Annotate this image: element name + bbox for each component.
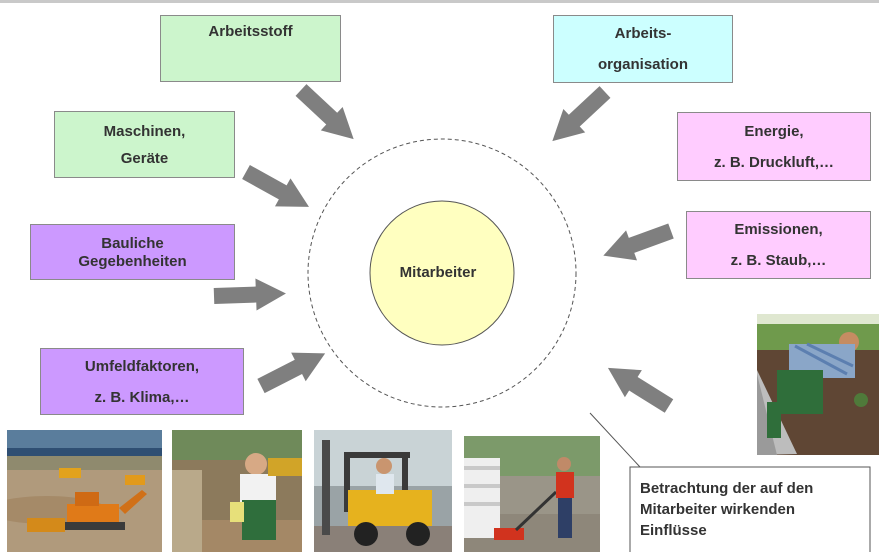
callout-line1: Betrachtung der auf den	[640, 480, 814, 497]
photo-pallet-truck	[464, 436, 600, 552]
arrow-organisation	[541, 80, 616, 153]
factor-maschinen-line2: Geräte	[120, 149, 169, 167]
arrow-emissionen	[597, 215, 677, 271]
photo-construction-site	[7, 430, 162, 552]
factor-bauliche: Bauliche Gegebenheiten	[30, 224, 235, 280]
factor-arbeitsstoff: Arbeitsstoff	[160, 15, 341, 82]
callout-line2: Mitarbeiter wirkenden	[640, 501, 796, 518]
factor-umfeld-line1: Umfeldfaktoren,	[84, 357, 200, 375]
callout-line3: Einflüsse	[640, 522, 707, 539]
factor-energie: Energie, z. B. Druckluft,…	[677, 112, 871, 181]
factor-umfeld: Umfeldfaktoren, z. B. Klima,…	[40, 348, 244, 415]
top-divider-line	[0, 0, 879, 3]
arrow-maschinen	[238, 158, 317, 221]
callout-box	[629, 466, 871, 552]
factor-organisation-line1: Arbeits-	[614, 25, 672, 42]
factor-organisation-line2: organisation	[597, 56, 688, 73]
center-circle	[369, 200, 515, 346]
photo-stone-worker	[172, 430, 302, 552]
factor-energie-line2: z. B. Druckluft,…	[713, 153, 834, 171]
photo-gardener	[757, 314, 879, 455]
factor-arbeitsstoff-label: Arbeitsstoff	[208, 23, 293, 40]
factor-bauliche-line1: Bauliche	[101, 234, 164, 252]
photo-forklift	[314, 430, 452, 552]
callout-pointer	[589, 412, 701, 469]
arrow-bauliche	[213, 277, 287, 312]
factor-emissionen-line1: Emissionen,	[734, 221, 823, 238]
factor-emissionen: Emissionen, z. B. Staub,…	[686, 211, 871, 279]
factor-organisation: Arbeits- organisation	[553, 15, 733, 83]
callout-text: Betrachtung der auf den Mitarbeiter wirk…	[640, 478, 865, 541]
factor-maschinen-line1: Maschinen,	[103, 122, 186, 140]
factor-umfeld-line2: z. B. Klima,…	[94, 388, 190, 406]
arrow-arbeitsstoff	[290, 78, 365, 151]
arrow-umgebung	[599, 354, 678, 420]
influence-circle	[307, 138, 577, 408]
factor-energie-line1: Energie,	[744, 122, 804, 140]
arrow-umfeld	[253, 339, 333, 401]
factor-bauliche-line2: Gegebenheiten	[78, 252, 187, 270]
center-label: Mitarbeiter	[399, 264, 477, 281]
factor-emissionen-line2: z. B. Staub,…	[730, 252, 827, 269]
factor-maschinen: Maschinen, Geräte	[54, 111, 235, 178]
